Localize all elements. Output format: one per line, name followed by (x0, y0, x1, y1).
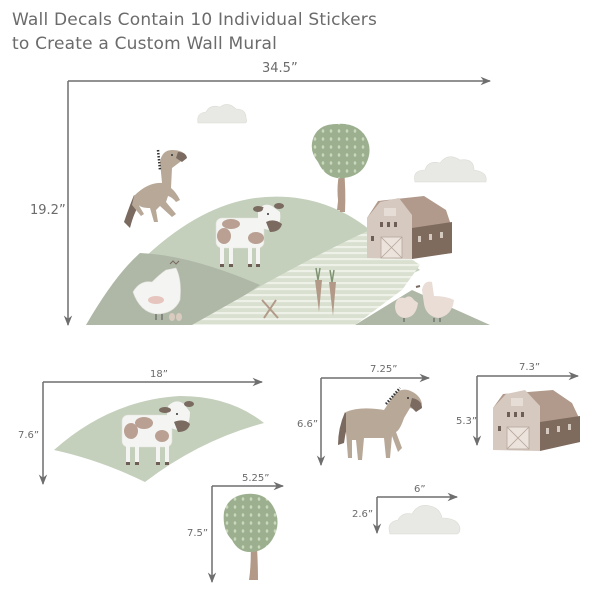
ducks (395, 281, 454, 322)
mural-height-label: 19.2” (30, 203, 66, 218)
barn-sticker (367, 196, 452, 259)
horse-single-sticker (338, 387, 422, 460)
tree-height-label: 7.5” (187, 528, 209, 539)
cloud-single-sticker (388, 505, 461, 535)
tree-dimension-arrows (207, 481, 285, 584)
hill-cow-height-label: 7.6” (18, 430, 40, 441)
mural-illustration (86, 104, 490, 325)
barn-single-sticker (493, 390, 580, 451)
title-line-1: Wall Decals Contain 10 Individual Sticke… (12, 10, 378, 30)
barn-width-label: 7.3” (519, 362, 541, 373)
tree-sticker (311, 123, 370, 212)
tree-width-label: 5.25” (242, 473, 270, 484)
horse-height-label: 6.6” (297, 419, 319, 430)
cloud-width-label: 6” (414, 484, 426, 495)
title-line-2: to Create a Custom Wall Mural (12, 34, 278, 54)
carrots (315, 267, 336, 316)
horse-dimension-arrows (316, 373, 431, 467)
horse-width-label: 7.25” (370, 364, 398, 375)
cloud-dimension-arrows (372, 492, 459, 535)
tree-single-sticker (223, 493, 278, 580)
barn-height-label: 5.3” (456, 416, 478, 427)
crossed-sticks (261, 299, 279, 319)
horse-sticker (124, 149, 187, 228)
hill-cow-dimension-arrows (38, 377, 264, 486)
cow-sticker (215, 203, 284, 267)
page-title: Wall Decals Contain 10 Individual Sticke… (12, 8, 377, 56)
cloud-sticker (414, 156, 487, 183)
hill-cow-sticker (54, 396, 264, 482)
chicken-sticker (132, 260, 182, 321)
mural-width-label: 34.5” (262, 61, 298, 76)
mural-dimension-arrows (63, 76, 492, 327)
cloud-height-label: 2.6” (352, 509, 374, 520)
hill-cow-width-label: 18” (150, 369, 168, 380)
cloud-sticker (197, 104, 247, 124)
barn-dimension-arrows (472, 371, 580, 447)
